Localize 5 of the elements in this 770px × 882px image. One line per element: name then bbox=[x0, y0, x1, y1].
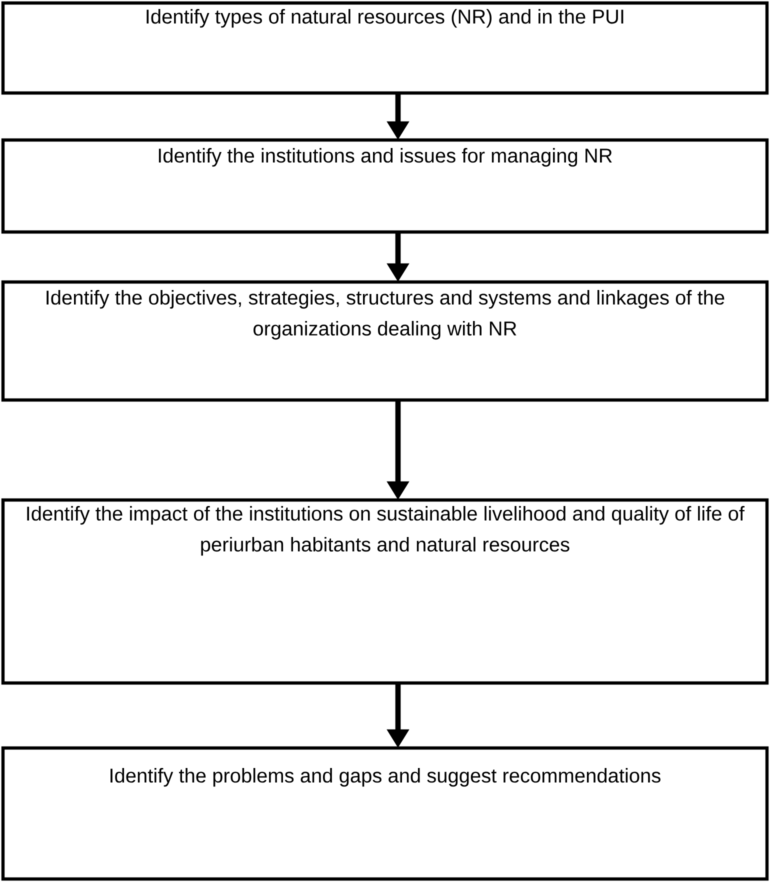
process-box: Identify the institutions and issues for managing NR bbox=[1, 138, 769, 234]
process-box: Identify the problems and gaps and suggest recommendations bbox=[1, 746, 769, 881]
process-box: Identify the objectives, strategies, structures and systems and linkages of the organizations dealing with NR bbox=[1, 280, 769, 402]
process-box: Identify the impact of the institutions on sustainable livelihood and quality of life of periurban habitants and natural resources bbox=[1, 498, 769, 685]
process-box: Identify types of natural resources (NR) and in the PUI bbox=[1, 1, 769, 95]
